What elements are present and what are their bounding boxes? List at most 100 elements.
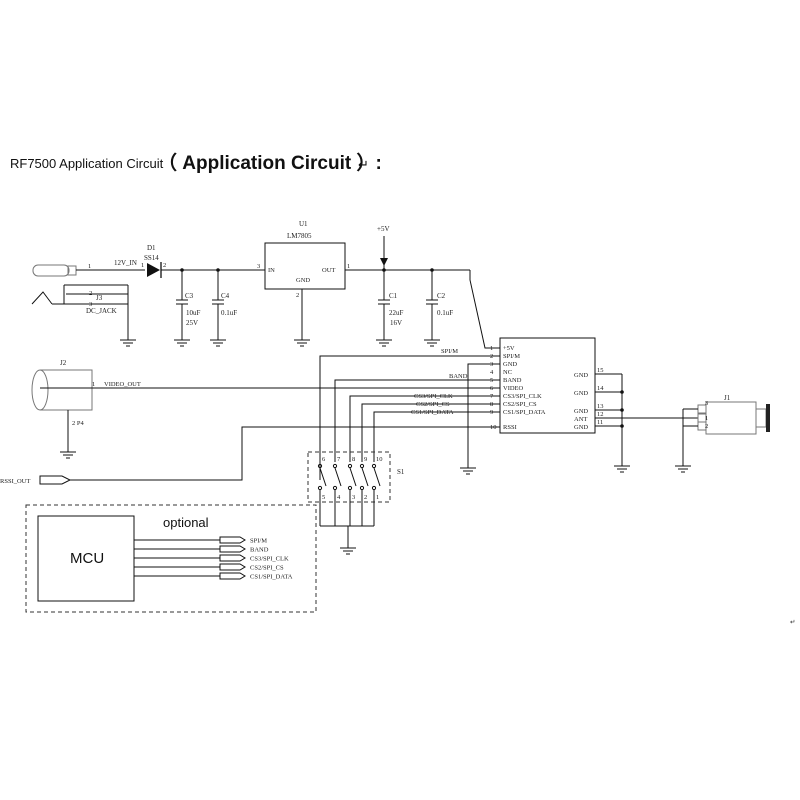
antenna-pin-1: 1 — [705, 415, 708, 422]
jack-name: DC_JACK — [86, 307, 117, 315]
capacitor-c4 — [210, 270, 226, 347]
module-pin-name: +5V — [503, 345, 515, 352]
video-pin-2: 2 P4 — [72, 420, 84, 427]
module-pin-name: BAND — [503, 377, 522, 384]
mcu-signal-connector — [219, 554, 246, 562]
dip-switch-s1 — [307, 451, 391, 503]
c3-value: 10uF — [186, 309, 201, 317]
diode-d1 — [147, 262, 162, 278]
diode-pin-k: 2 — [163, 262, 166, 269]
mcu-signal-connector — [219, 536, 246, 544]
page-title: （ Application Circuit ）: — [158, 151, 382, 174]
module-pin-number: 11 — [597, 419, 603, 426]
switch-pin-top: 8 — [352, 456, 355, 463]
dc-plug — [32, 264, 112, 277]
switch-lever — [319, 467, 327, 487]
switch-lever — [373, 467, 381, 487]
title-return-mark: ↵ — [358, 157, 369, 172]
wire-cs1 — [373, 411, 500, 462]
module-pin-number: 14 — [597, 385, 604, 392]
supply-5v-label: +5V — [377, 225, 390, 233]
switch-pin-bottom: 5 — [322, 494, 325, 501]
rf-ground — [614, 465, 630, 473]
wire-band — [334, 379, 500, 462]
mcu-signal-label: CS3/SPI_CLK — [250, 556, 289, 563]
capacitor-c2 — [424, 270, 440, 347]
switch-pin-top: 9 — [364, 456, 367, 463]
jack-ref: J3 — [96, 294, 103, 302]
switch-contact — [371, 463, 377, 469]
net-label-band: BAND — [449, 373, 468, 380]
switch-contact — [332, 463, 338, 469]
diode-pin-a: 1 — [141, 262, 144, 269]
regulator-out-label: OUT — [322, 267, 335, 274]
net-label-cs2: CS2/SPI_CS — [416, 401, 450, 408]
switch-ref: S1 — [397, 468, 405, 476]
regulator-part: LM7805 — [287, 232, 312, 240]
module-pin-number: 15 — [597, 367, 604, 374]
module-pin-name: NC — [503, 369, 512, 376]
net-label-cs3: CS3/SPI_CLK — [414, 393, 453, 400]
c3-voltage: 25V — [186, 319, 198, 327]
switch-contact — [359, 463, 365, 469]
c2-ref: C2 — [437, 292, 446, 300]
video-ref: J2 — [60, 359, 67, 367]
switch-contact — [347, 485, 353, 491]
corner-return-mark: ↵ — [790, 619, 795, 626]
module-pin-name: GND — [503, 361, 517, 368]
regulator-gnd-label: GND — [296, 277, 310, 284]
switch-contact — [317, 463, 323, 469]
antenna-pin-3: 3 — [705, 400, 708, 407]
module-pin-name: GND — [574, 424, 588, 431]
switch-pin-top: 7 — [337, 456, 341, 463]
switch-contact — [317, 485, 323, 491]
module-pin-number: 1 — [490, 345, 493, 352]
mcu-label: MCU — [70, 550, 104, 567]
mcu-signal-label: BAND — [250, 547, 269, 554]
wire-rssi — [70, 426, 500, 481]
jack-pin-1: 1 — [88, 263, 91, 270]
module-pin-number: 4 — [490, 369, 494, 376]
switch-contact — [347, 463, 353, 469]
module-pin-name: CS1/SPI_DATA — [503, 409, 546, 416]
c4-ref: C4 — [221, 292, 230, 300]
wire-module-gnd — [467, 363, 500, 468]
module-pin-name: GND — [574, 408, 588, 415]
jack-ground — [120, 285, 136, 347]
diode-part: SS14 — [144, 254, 159, 262]
module-pin-name: VIDEO — [503, 385, 524, 392]
c3-ref: C3 — [185, 292, 194, 300]
regulator-u1 — [264, 242, 346, 347]
net-label-spi-m: SPI/M — [441, 348, 458, 355]
switch-pin-bottom: 4 — [337, 494, 341, 501]
video-connector-j2 — [31, 369, 100, 459]
mcu-signal-connector — [219, 572, 246, 580]
regulator-ref: U1 — [299, 220, 308, 228]
wire-cs2 — [361, 403, 500, 462]
switch-contact — [332, 485, 338, 491]
switch-pin-bottom: 1 — [376, 494, 379, 501]
net-rssi-out: RSSI_OUT — [0, 478, 30, 485]
dc-jack-j3 — [31, 284, 128, 305]
c1-ref: C1 — [389, 292, 398, 300]
rssi-out-arrow — [39, 475, 72, 485]
c2-value: 0.1uF — [437, 309, 453, 317]
module-pin-name: SPI/M — [503, 353, 520, 360]
antenna-ref: J1 — [724, 394, 731, 402]
capacitor-c1 — [376, 270, 392, 347]
switch-pin-bottom: 3 — [352, 494, 355, 501]
wire-cs3 — [349, 395, 500, 462]
regulator-pin-in: 3 — [257, 263, 260, 270]
mcu-signal-connector — [219, 563, 246, 571]
diode-ref: D1 — [147, 244, 156, 252]
c4-value: 0.1uF — [221, 309, 237, 317]
mcu-signal-label: SPI/M — [250, 538, 267, 545]
video-pin-1: 1 — [92, 381, 95, 388]
module-pin-number: 12 — [597, 411, 604, 418]
net-label-cs1: CS1/SPI_DATA — [411, 409, 454, 416]
switch-pin-bottom: 2 — [364, 494, 367, 501]
rf-module — [499, 337, 596, 434]
switch-lever — [349, 467, 357, 487]
module-pin-name: CS2/SPI_CS — [503, 401, 537, 408]
c1-value: 22uF — [389, 309, 404, 317]
